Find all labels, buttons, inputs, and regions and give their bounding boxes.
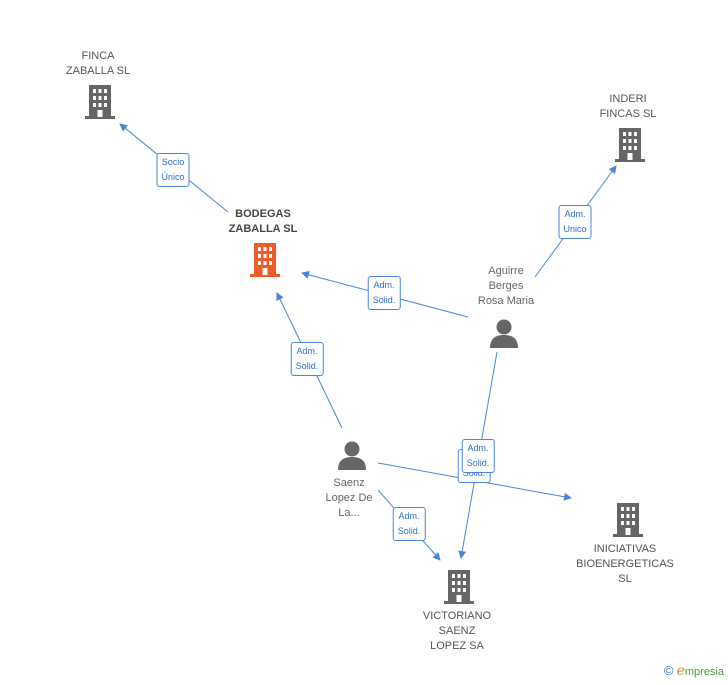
edge-label-aguirre-bodegas: Adm. Solid. <box>367 276 401 310</box>
edge-label-adm-unico: Adm. Unico <box>558 205 592 239</box>
node-label-inderi-fincas[interactable]: INDERI FINCAS SL <box>599 93 657 120</box>
empresia-credit[interactable]: © empresia <box>664 663 724 679</box>
node-label-iniciativas[interactable]: INICIATIVAS BIOENERGETICAS SL <box>576 543 674 585</box>
edge-label-socio-unico: Socio Único <box>156 153 190 187</box>
person-icon[interactable] <box>489 318 519 348</box>
building-icon[interactable] <box>612 503 644 537</box>
edge-label-saenz-bodegas: Adm. Solid. <box>290 342 324 376</box>
building-icon[interactable] <box>443 570 475 604</box>
node-label-aguirre[interactable]: Aguirre Berges Rosa Maria <box>477 265 535 307</box>
building-icon[interactable] <box>614 128 646 162</box>
empresia-logo-text: mpresia <box>684 666 724 678</box>
edge-label-saenz-victoriano: Adm. Solid. <box>392 507 426 541</box>
edge-label-aguirre-victoriano: Adm. Solid. <box>461 439 495 473</box>
node-label-bodegas-zaballa[interactable]: BODEGAS ZABALLA SL <box>228 208 298 235</box>
copyright-icon: © <box>663 663 674 678</box>
node-label-saenz[interactable]: Saenz Lopez De La... <box>325 477 373 519</box>
building-icon[interactable] <box>84 85 116 119</box>
empresia-logo-initial: e <box>676 663 685 679</box>
person-icon[interactable] <box>337 440 367 470</box>
node-label-victoriano[interactable]: VICTORIANO SAENZ LOPEZ SA <box>422 610 492 652</box>
building-icon[interactable] <box>249 243 281 277</box>
node-label-finca-zaballa[interactable]: FINCA ZABALLA SL <box>65 50 131 77</box>
